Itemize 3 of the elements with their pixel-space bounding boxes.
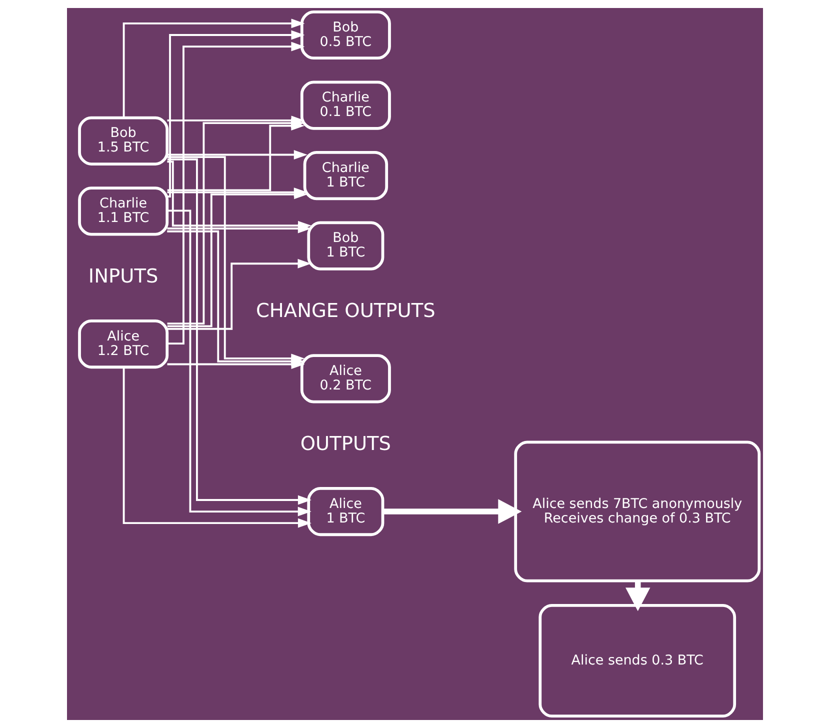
label: INPUTS — [88, 264, 158, 288]
label: CHANGE OUTPUTS — [256, 299, 435, 322]
label: OUTPUTS — [300, 432, 391, 455]
